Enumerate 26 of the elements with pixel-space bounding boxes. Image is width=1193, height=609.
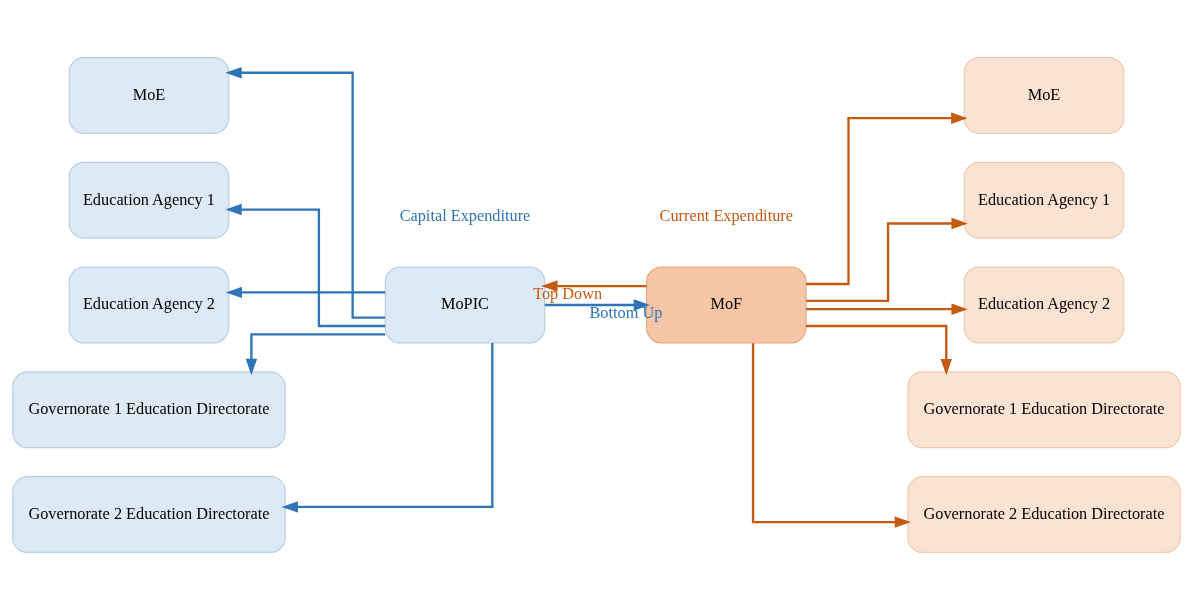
node-box: Governorate 2 Education Directorate	[907, 475, 1181, 553]
arrow	[541, 279, 647, 292]
arrow	[225, 203, 386, 327]
node-box: Governorate 2 Education Directorate	[12, 475, 286, 553]
arrow	[806, 217, 968, 302]
arrow	[806, 303, 968, 315]
node-box: MoE	[963, 56, 1125, 134]
label: Capital Expenditure	[399, 205, 531, 225]
node-box: Education Agency 1	[68, 161, 230, 239]
node-box: Education Agency 1	[963, 161, 1125, 239]
node-box: Education Agency 2	[68, 266, 230, 343]
node-box: MoE	[68, 56, 230, 134]
edge-label: Bottom Up	[589, 302, 663, 322]
edge-label: Top Down	[533, 283, 603, 303]
arrow	[245, 332, 386, 375]
node-box: Governorate 1 Education Directorate	[12, 370, 286, 448]
arrow	[751, 342, 912, 528]
arrow	[806, 324, 952, 375]
label: Current Expenditure	[659, 205, 793, 225]
arrow	[225, 66, 386, 319]
arrow	[281, 342, 494, 513]
arrow	[544, 298, 651, 311]
arrow	[806, 111, 968, 285]
node-box: Governorate 1 Education Directorate	[907, 370, 1181, 448]
node-box: Education Agency 2	[963, 266, 1125, 343]
arrow	[225, 286, 386, 298]
